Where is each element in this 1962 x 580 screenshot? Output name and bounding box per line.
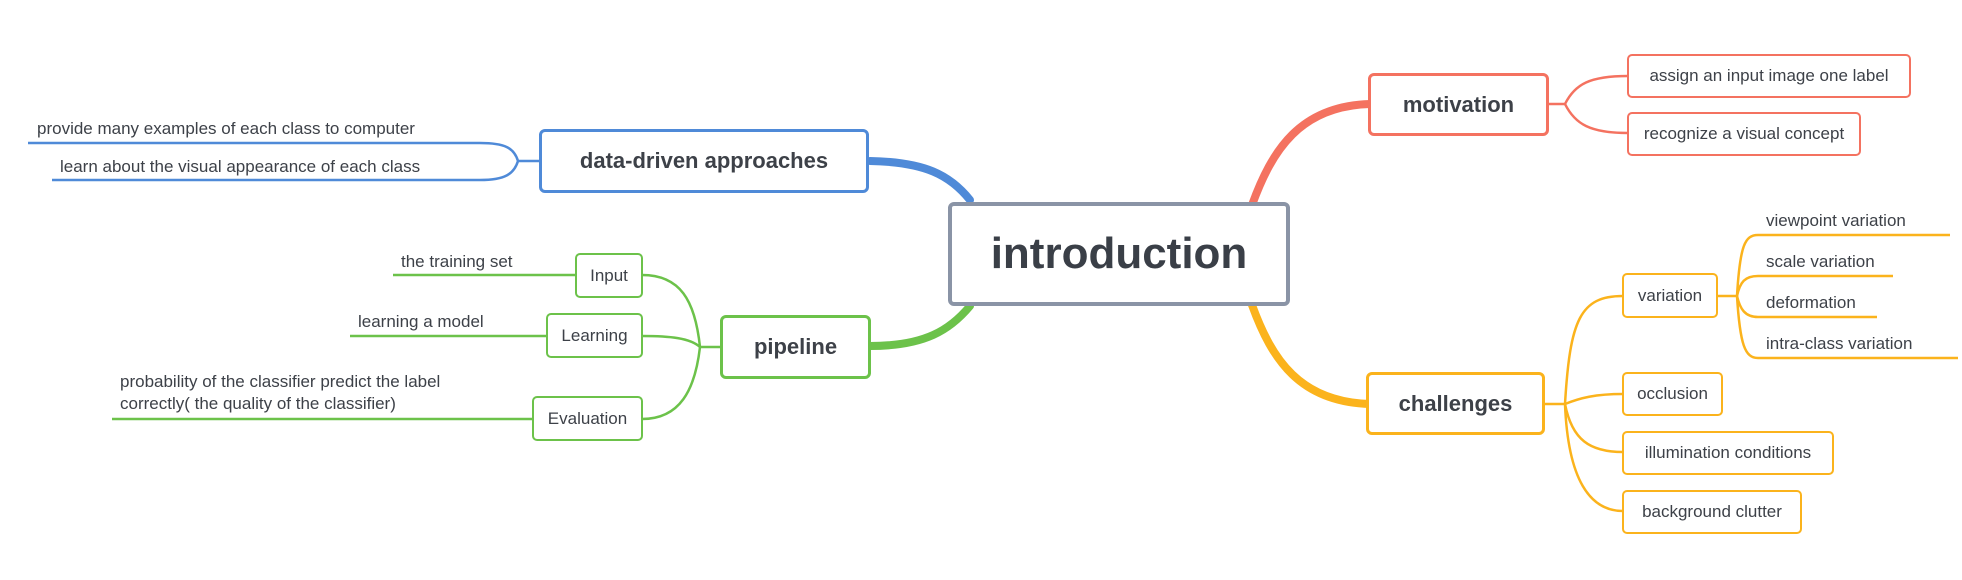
challenges-topic[interactable]: challenges xyxy=(1366,372,1545,435)
pipeline-evaluation-leaf-line-2: correctly( the quality of the classifier… xyxy=(120,394,396,413)
variation-leaf-scale[interactable]: scale variation xyxy=(1766,252,1875,271)
connector-variation-leaf-4 xyxy=(1735,295,1958,360)
connector-data-driven-leaf-2 xyxy=(52,160,520,182)
data-driven-leaf-appearance[interactable]: learn about the visual appearance of eac… xyxy=(60,157,421,176)
connector-root-motivation xyxy=(1248,100,1374,209)
connector-root-data-driven xyxy=(866,157,974,204)
connector-pipeline-input xyxy=(641,273,702,348)
connector-pipeline-learning xyxy=(641,334,701,348)
connector-root-pipeline xyxy=(866,302,974,350)
connector-motivation-item-2 xyxy=(1563,103,1629,135)
connector-variation-leaf-2 xyxy=(1735,274,1893,297)
pipeline-learning[interactable]: Learning xyxy=(546,313,643,358)
variation-leaf-intra-class[interactable]: intra-class variation xyxy=(1766,334,1913,353)
connector-challenges-background xyxy=(1563,403,1624,513)
motivation-item-recognize-concept[interactable]: recognize a visual concept xyxy=(1627,112,1861,156)
pipeline-input-leaf[interactable]: the training set xyxy=(401,252,513,271)
connector-motivation-item-1 xyxy=(1563,74,1629,105)
pipeline-evaluation-leaf-line-1: probability of the classifier predict th… xyxy=(120,372,441,391)
connector-variation-leaf-1 xyxy=(1735,233,1950,297)
pipeline-evaluation[interactable]: Evaluation xyxy=(532,396,643,441)
pipeline-evaluation-leaf[interactable]: probability of the classifier predict th… xyxy=(120,371,440,415)
motivation-item-assign-label[interactable]: assign an input image one label xyxy=(1627,54,1911,98)
variation-leaf-viewpoint[interactable]: viewpoint variation xyxy=(1766,211,1906,230)
challenges-illumination[interactable]: illumination conditions xyxy=(1622,431,1834,475)
connector-root-challenges xyxy=(1248,301,1374,408)
connector-challenges-occlusion xyxy=(1564,392,1624,406)
challenges-variation[interactable]: variation xyxy=(1622,273,1718,318)
data-driven-topic[interactable]: data-driven approaches xyxy=(539,129,869,193)
root-topic[interactable]: introduction xyxy=(948,202,1290,306)
motivation-topic[interactable]: motivation xyxy=(1368,73,1549,136)
connector-data-driven-leaf-1 xyxy=(28,141,520,162)
connector-pipeline-evaluation xyxy=(641,346,702,421)
data-driven-leaf-examples[interactable]: provide many examples of each class to c… xyxy=(37,119,415,138)
challenges-occlusion[interactable]: occlusion xyxy=(1622,372,1723,416)
challenges-background[interactable]: background clutter xyxy=(1622,490,1802,534)
connector-challenges-variation xyxy=(1563,294,1624,405)
pipeline-input[interactable]: Input xyxy=(575,253,643,298)
pipeline-learning-leaf[interactable]: learning a model xyxy=(358,312,484,331)
connector-challenges-illumination xyxy=(1563,403,1624,454)
variation-leaf-deformation[interactable]: deformation xyxy=(1766,293,1856,312)
pipeline-topic[interactable]: pipeline xyxy=(720,315,871,379)
